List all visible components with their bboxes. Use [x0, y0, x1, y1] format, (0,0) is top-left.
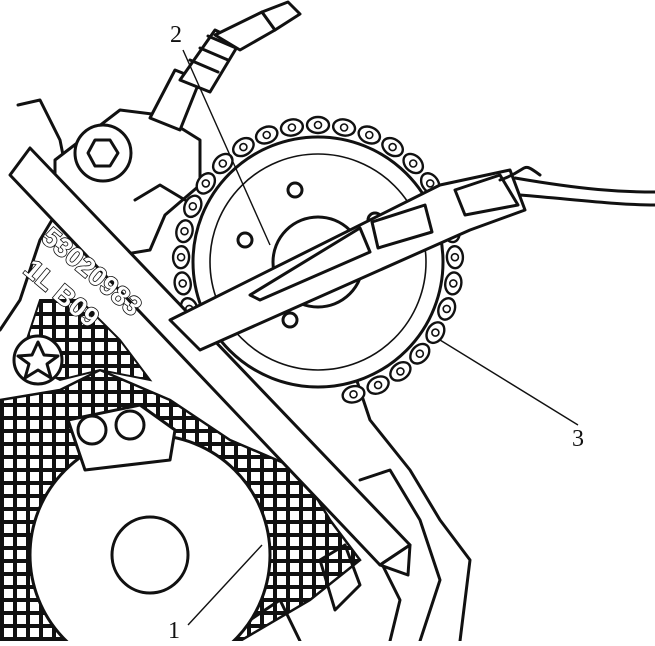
chain-link [445, 245, 465, 270]
chain-pin [239, 142, 248, 152]
chain-pin [262, 130, 272, 140]
chain-pin [339, 123, 349, 132]
chain-pin [364, 130, 374, 140]
chain-pin [415, 349, 425, 359]
chain-pin [373, 380, 383, 390]
chain-link [366, 375, 390, 395]
chain-link [341, 384, 366, 404]
chain-pin [448, 279, 458, 288]
chain-link [195, 172, 217, 195]
chain-link [183, 194, 203, 219]
chain-link [171, 245, 191, 270]
chain-link [381, 136, 405, 158]
chain-pin [425, 179, 435, 188]
callout-3: 3 [572, 426, 584, 452]
chain-pin [450, 252, 460, 262]
callout-leaders [182, 49, 579, 626]
chain-pin [349, 389, 358, 399]
chain-pin [287, 123, 297, 132]
chain-link [409, 342, 431, 365]
crank-pulley [12, 334, 272, 646]
chain-pin [188, 202, 198, 211]
chain-link [331, 118, 357, 137]
chain-link [254, 125, 279, 145]
chain-link [357, 125, 382, 145]
chain-link [437, 297, 457, 321]
chain-link [175, 219, 194, 244]
chain-pin [408, 159, 418, 168]
chain-pin [431, 328, 440, 337]
chain-pin [396, 367, 405, 376]
chain-link [425, 321, 446, 345]
chain-pin [388, 142, 397, 152]
chain-pin [218, 159, 228, 168]
chain-link [402, 152, 425, 175]
chain-link [389, 360, 412, 382]
chain-link [305, 115, 331, 135]
chain-link [173, 271, 192, 296]
chain-pin [313, 120, 323, 130]
chain-pin [176, 252, 186, 262]
callout-2: 2 [170, 22, 182, 48]
timing-lever-tool [168, 165, 655, 352]
bolt-head [73, 123, 133, 183]
torx-icon [86, 138, 120, 168]
chain-link [279, 118, 305, 137]
chain-pin [178, 279, 187, 288]
chain-link [231, 136, 255, 158]
timing-chain [171, 115, 465, 404]
callout-1: 1 [168, 618, 180, 641]
star-icon [16, 340, 60, 380]
chain-pin [180, 226, 189, 236]
chain-link [444, 271, 463, 296]
chain-pin [442, 304, 452, 314]
chain-pin [201, 179, 211, 188]
